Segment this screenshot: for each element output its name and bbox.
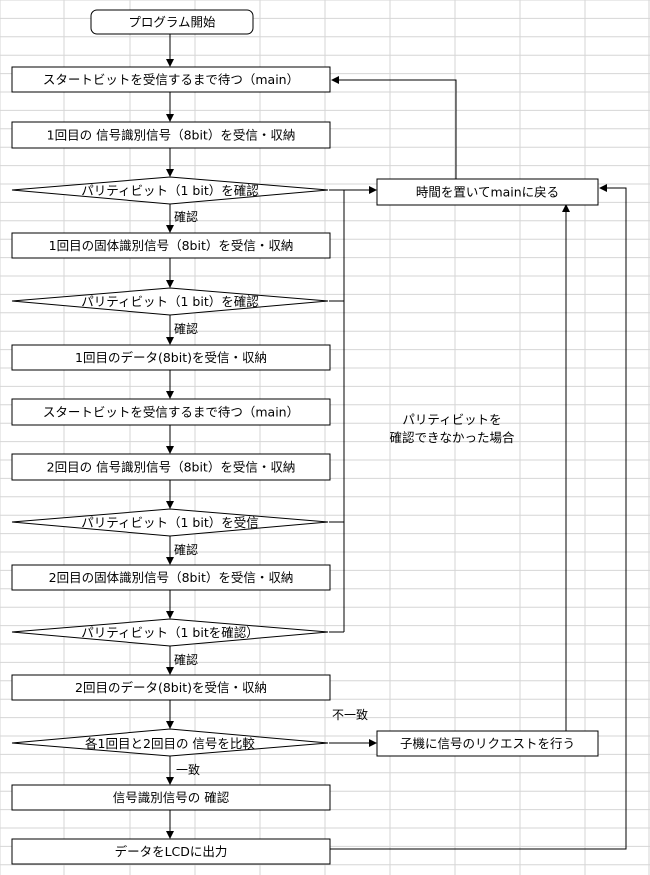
process-label: スタートビットを受信するまで待つ（main）	[43, 72, 299, 87]
process-request-signal	[376, 730, 599, 757]
edge-label-ok-2: 確認	[174, 321, 198, 336]
note-line-2: 確認できなかった場合	[389, 430, 515, 445]
process-label: データをLCDに出力	[115, 844, 228, 859]
process-label: 1回目の 信号識別信号（8bit）を受信・収納	[47, 128, 296, 143]
process-label: 2回目の 信号識別信号（8bit）を受信・収納	[47, 460, 296, 475]
process-label: 2回目の固体識別信号（8bit）を受信・収納	[49, 570, 294, 585]
decision-label: 各1回目と2回目の 信号を比較	[85, 736, 255, 751]
decision-label: パリティビット（1 bit）を受信	[81, 515, 259, 530]
decision-compare	[11, 728, 329, 757]
process-label: 2回目のデータ(8bit)を受信・収納	[75, 680, 267, 695]
edge-label-ok-3: 確認	[174, 542, 198, 557]
edge-label-match: 一致	[176, 763, 200, 777]
process-receive-signal-id-1	[11, 121, 331, 149]
process-receive-unit-id-1	[11, 232, 331, 259]
process-label: 1回目の固体識別信号（8bit）を受信・収納	[49, 238, 294, 253]
decision-parity-1	[11, 176, 329, 205]
start-label: プログラム開始	[128, 15, 216, 30]
edge-label-mismatch: 不一致	[332, 708, 368, 722]
decision-parity-2	[11, 287, 329, 316]
decision-label: パリティビット（1 bitを確認）	[81, 625, 259, 640]
process-label: スタートビットを受信するまで待つ（main）	[43, 405, 299, 420]
process-receive-unit-id-2	[11, 564, 331, 591]
process-label: 子機に信号のリクエストを行う	[400, 736, 575, 751]
process-confirm-signal-id	[11, 784, 331, 811]
decision-label: パリティビット（1 bit）を確認	[81, 294, 259, 309]
process-output-lcd	[11, 838, 331, 865]
process-wait-start-bit-1	[11, 66, 331, 93]
edge-label-ok-1: 確認	[174, 209, 198, 224]
process-receive-signal-id-2	[11, 453, 331, 481]
note-line-1: パリティビットを	[402, 412, 501, 427]
edge-label-ok-4: 確認	[174, 652, 198, 667]
process-label: 1回目のデータ(8bit)を受信・収納	[75, 350, 267, 365]
process-label: 信号識別信号の 確認	[113, 790, 230, 805]
process-receive-data-1	[11, 344, 331, 371]
process-wait-start-bit-2	[11, 398, 331, 426]
flow-lines	[166, 34, 627, 850]
process-return-to-main	[376, 178, 599, 206]
decision-parity-3	[11, 508, 329, 537]
decision-parity-4	[11, 618, 329, 647]
decision-label: パリティビット（1 bit）を確認	[81, 183, 259, 198]
process-receive-data-2	[11, 674, 331, 701]
start-terminal	[90, 9, 254, 35]
process-label: 時間を置いてmainに戻る	[416, 185, 559, 200]
